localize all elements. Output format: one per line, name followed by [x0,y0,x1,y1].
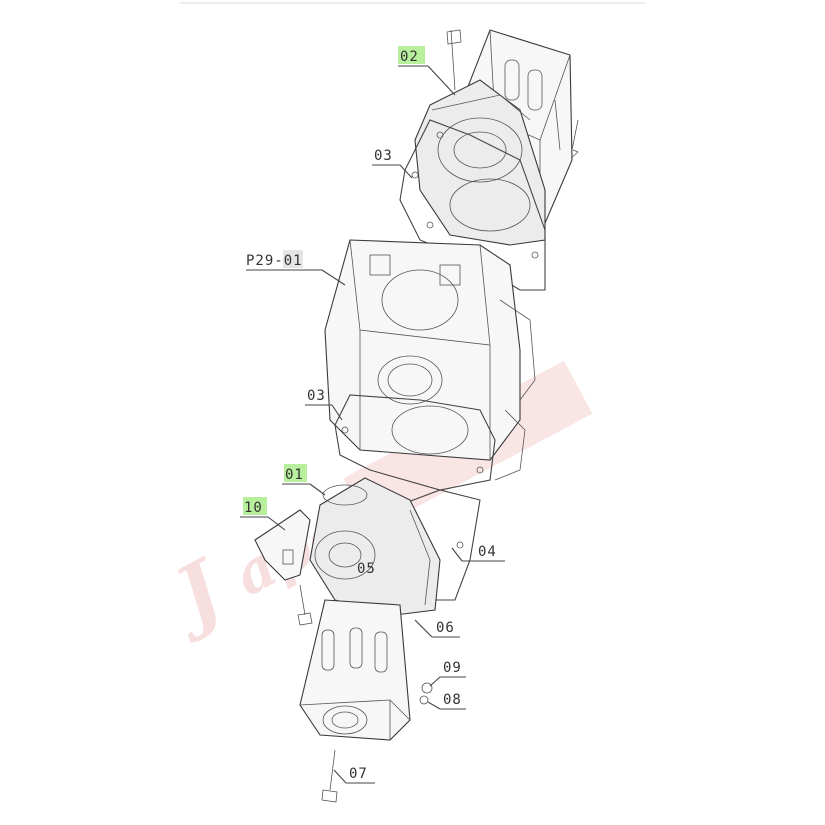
callout-09[interactable]: 09 [443,660,462,676]
gasket-upper [399,119,546,291]
callout-07[interactable]: 07 [349,766,368,782]
callout-10-highlight [243,497,267,515]
bolt-06 [297,584,313,626]
bolt-07 [321,749,338,803]
center-gearbox [324,239,536,481]
callout-02[interactable]: 02 [400,49,419,65]
callout-p29-01[interactable]: P29-01 [246,253,303,269]
callout-01[interactable]: 01 [285,467,304,483]
lower-housing [299,599,411,741]
callout-02-highlight [398,46,425,64]
callout-03-middle[interactable]: 03 [307,388,326,404]
washer-nut-parts [419,682,433,705]
bracket-part [254,509,311,581]
callout-p2901-shade [283,250,303,268]
callout-05[interactable]: 05 [357,561,376,577]
gasket-middle [334,394,496,491]
callout-06[interactable]: 06 [436,620,455,636]
callout-10[interactable]: 10 [244,500,263,516]
callout-03-upper[interactable]: 03 [374,148,393,164]
lower-cover [309,477,441,616]
callout-01-highlight [284,464,307,482]
callout-08[interactable]: 08 [443,692,462,708]
upper-flange [414,79,546,246]
callout-04[interactable]: 04 [478,544,497,560]
